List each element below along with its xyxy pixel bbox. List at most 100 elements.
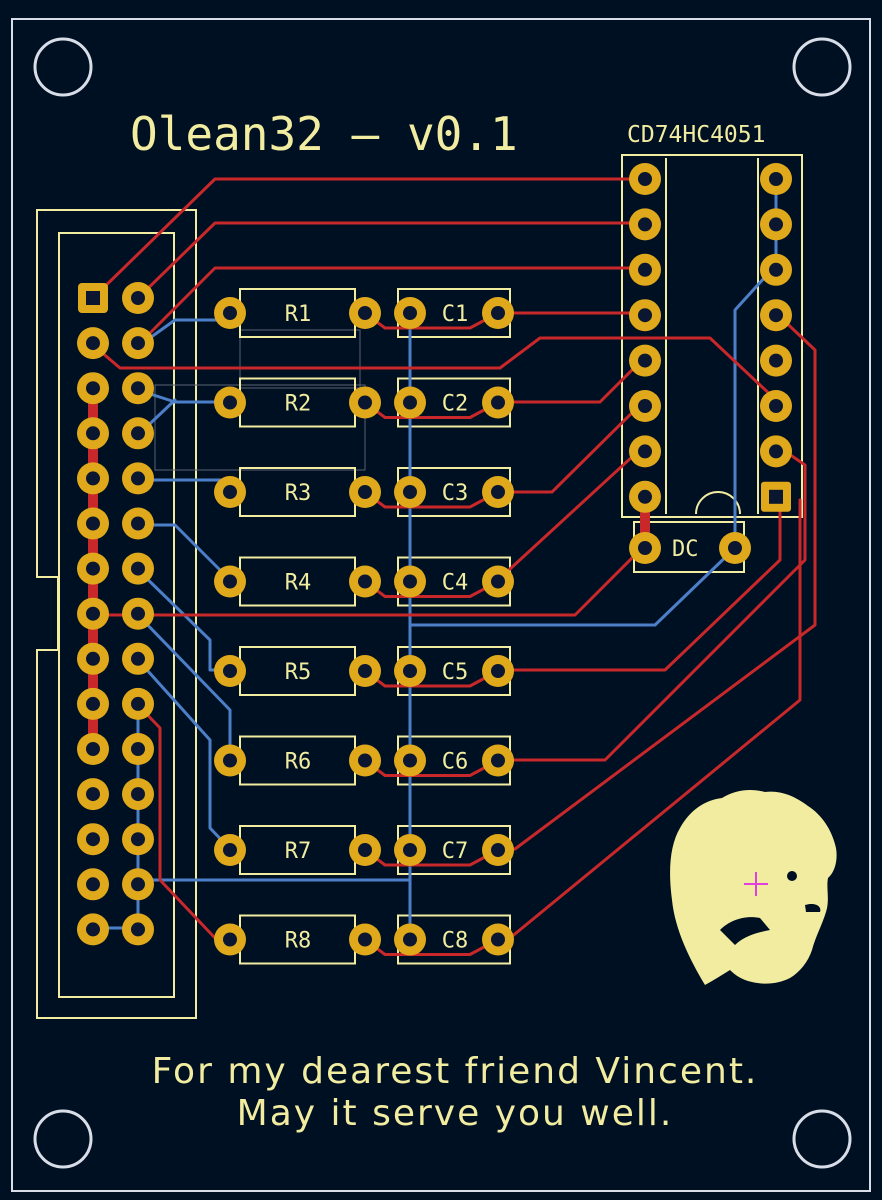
drill-hole: [638, 308, 652, 323]
drill-hole: [223, 485, 237, 499]
drill-hole: [769, 308, 783, 323]
drill-hole: [358, 932, 372, 947]
drill-hole: [491, 932, 505, 947]
signal-trace: [91, 336, 778, 402]
drill-hole: [86, 471, 100, 486]
circle-outline-icon: [33, 37, 93, 97]
dedication-line-2: May it serve you well.: [237, 1093, 674, 1134]
capacitor-label: C8: [442, 929, 469, 954]
drill-hole: [223, 664, 237, 678]
capacitor-label: C3: [442, 481, 469, 506]
drill-hole: [769, 489, 783, 504]
drill-hole: [86, 381, 100, 396]
drill-hole: [403, 664, 417, 678]
drill-hole: [131, 787, 145, 802]
circle-outline-icon: [792, 1109, 852, 1169]
drill-hole: [491, 664, 505, 678]
board-title: Olean32 — v0.1: [130, 107, 518, 161]
signal-trace: [496, 443, 647, 582]
drill-hole: [223, 574, 237, 589]
drill-hole: [358, 395, 372, 410]
pads: [77, 163, 792, 956]
drill-hole: [131, 742, 145, 756]
drill-hole: [131, 516, 145, 531]
courtyard-outline: [154, 329, 366, 471]
drill-hole: [223, 843, 237, 857]
drill-hole: [769, 172, 783, 186]
signal-trace: [136, 613, 232, 762]
drill-hole: [86, 291, 100, 305]
resistor-label: R1: [285, 302, 312, 327]
drill-hole: [86, 832, 100, 847]
capacitor-label: C2: [442, 392, 469, 417]
drill-hole: [131, 651, 145, 666]
drill-hole: [358, 843, 372, 857]
drill-hole: [86, 426, 100, 441]
drill-hole: [131, 291, 145, 305]
resistor-label: R5: [285, 660, 312, 685]
drill-hole: [769, 444, 783, 459]
drill-hole: [86, 787, 100, 802]
drill-hole: [403, 753, 417, 768]
drill-hole: [86, 651, 100, 666]
drill-hole: [358, 485, 372, 499]
signal-trace: [496, 398, 647, 494]
drill-hole: [638, 444, 652, 459]
drill-hole: [86, 877, 100, 892]
drill-hole: [638, 353, 652, 368]
drill-hole: [638, 399, 652, 413]
drill-hole: [403, 395, 417, 410]
drill-hole: [769, 353, 783, 368]
capacitor-label: C5: [442, 660, 469, 685]
drill-hole: [769, 399, 783, 413]
circle-outline-icon: [33, 1109, 93, 1169]
drill-hole: [769, 262, 783, 277]
dedication-line-1: For my dearest friend Vincent.: [152, 1051, 759, 1092]
drill-hole: [86, 561, 100, 576]
drill-hole: [223, 306, 237, 320]
drill-hole: [403, 306, 417, 320]
chip-label: CD74HC4051: [627, 122, 765, 148]
drill-hole: [358, 306, 372, 320]
dc-label: DC: [672, 537, 699, 562]
signal-trace: [91, 177, 647, 300]
drill-hole: [358, 574, 372, 589]
drill-hole: [223, 753, 237, 768]
drill-hole: [86, 696, 100, 711]
drill-hole: [86, 922, 100, 937]
resistor-label: R8: [285, 929, 312, 954]
drill-hole: [638, 262, 652, 277]
portrait-silhouette-icon: [670, 790, 837, 985]
drill-hole: [769, 217, 783, 232]
drill-hole: [131, 336, 145, 351]
drill-hole: [403, 485, 417, 499]
drill-hole: [728, 541, 742, 555]
drill-hole: [223, 395, 237, 410]
drill-hole: [131, 426, 145, 441]
capacitor-label: C7: [442, 839, 469, 864]
signal-trace: [408, 546, 737, 627]
signal-trace: [733, 263, 778, 550]
drill-hole: [131, 606, 145, 621]
drill-hole: [86, 336, 100, 351]
drill-hole: [131, 922, 145, 937]
drill-hole: [403, 843, 417, 857]
drill-hole: [638, 217, 652, 232]
drill-hole: [491, 485, 505, 499]
drill-hole: [491, 574, 505, 589]
drill-hole: [491, 306, 505, 320]
mounting-holes: [33, 37, 852, 1169]
drill-hole: [638, 172, 652, 186]
resistor-label: R4: [285, 571, 312, 596]
drill-hole: [491, 843, 505, 857]
signal-trace: [496, 443, 807, 762]
crosshair-icon: [744, 872, 768, 896]
drill-hole: [131, 877, 145, 892]
capacitor-label: C4: [442, 571, 469, 596]
signal-trace: [496, 488, 782, 672]
drill-hole: [86, 606, 100, 621]
drill-hole: [86, 516, 100, 531]
drill-hole: [491, 395, 505, 410]
resistor-label: R2: [285, 392, 312, 417]
signal-trace: [496, 355, 647, 404]
